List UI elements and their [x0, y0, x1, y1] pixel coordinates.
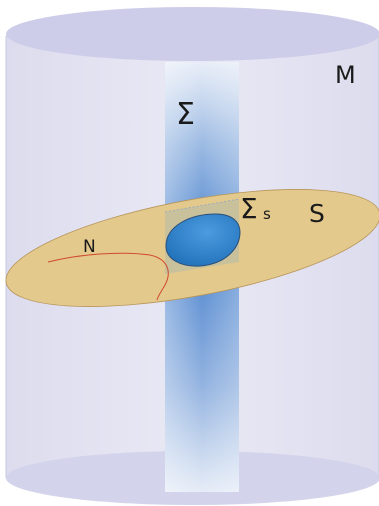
label-m: M — [335, 61, 356, 89]
sigma-s-disk — [165, 213, 241, 267]
label-sigma: Σ — [176, 97, 195, 132]
label-sigma-s: Σ — [240, 192, 258, 225]
label-s: S — [309, 199, 325, 228]
label-n: N — [83, 237, 96, 257]
region-n-boundary — [47, 252, 169, 301]
sigma-top-edge-dotted — [164, 198, 240, 213]
cylinder-top-cap — [6, 7, 379, 61]
label-sigma-s-subscript: s — [263, 205, 271, 223]
